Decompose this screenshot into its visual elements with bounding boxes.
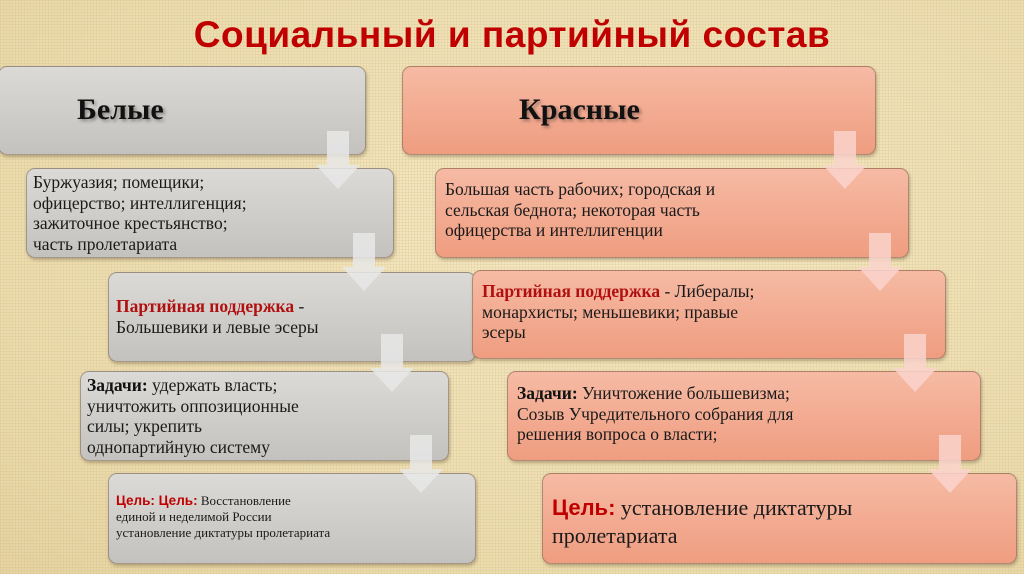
slide-title: Социальный и партийный состав bbox=[193, 14, 831, 55]
white-header-label: Белые bbox=[77, 93, 164, 126]
red-tasks-line: решения вопроса о власти; bbox=[517, 424, 718, 444]
red-header-box: Красные bbox=[402, 66, 876, 155]
white-tasks-label: Задачи: bbox=[87, 375, 148, 395]
white-header-box: Белые bbox=[0, 66, 366, 155]
white-tasks-line: удержать власть; bbox=[147, 375, 278, 395]
white-social-line: часть пролетариата bbox=[33, 233, 178, 254]
red-tasks-line: Уничтожение большевизма; bbox=[577, 383, 790, 403]
down-arrow-icon bbox=[928, 435, 972, 495]
red-party-label: Партийная поддержка bbox=[482, 281, 661, 301]
down-arrow-icon bbox=[316, 131, 360, 191]
red-party-line: эсеры bbox=[482, 322, 526, 342]
down-arrow-icon bbox=[399, 435, 443, 495]
white-goal-label: Цель: Цель: bbox=[116, 493, 198, 508]
white-party-text: Большевики и левые эсеры bbox=[116, 316, 319, 337]
white-party-sep: - bbox=[294, 296, 305, 316]
red-header-label: Красные bbox=[519, 93, 640, 126]
white-goal-line: единой и неделимой России bbox=[116, 509, 272, 524]
white-tasks-line: силы; укрепить bbox=[87, 416, 202, 436]
red-party-line: - Либералы; bbox=[660, 281, 755, 301]
white-social-line: зажиточное крестьянство; bbox=[33, 213, 228, 233]
red-goal-label: Цель: bbox=[552, 495, 616, 520]
down-arrow-icon bbox=[342, 233, 386, 293]
white-party-label: Партийная поддержка bbox=[116, 296, 295, 316]
white-social-line: Буржуазия; помещики; bbox=[33, 172, 205, 192]
red-social-line: Большая часть рабочих; городская и bbox=[445, 179, 716, 199]
down-arrow-icon bbox=[858, 233, 902, 293]
white-tasks-line: однопартийную систему bbox=[87, 436, 270, 457]
red-goal-line: пролетариата bbox=[552, 523, 678, 548]
red-social-line: офицерства и интеллигенции bbox=[445, 220, 663, 240]
down-arrow-icon bbox=[893, 334, 937, 394]
white-party-box: Партийная поддержка - Большевики и левые… bbox=[108, 272, 476, 362]
white-goal-box: Цель: Цель: Восстановление единой и неде… bbox=[108, 473, 476, 564]
down-arrow-icon bbox=[823, 131, 867, 191]
white-social-line: офицерство; интеллигенция; bbox=[33, 192, 247, 213]
white-tasks-line: уничтожить оппозиционные bbox=[87, 395, 299, 416]
white-goal-line: установление диктатуры пролетариата bbox=[116, 525, 331, 540]
red-social-line: сельская беднота; некоторая часть bbox=[445, 199, 700, 220]
red-tasks-line: Созыв Учредительного собрания для bbox=[517, 403, 794, 424]
white-goal-line: Восстановление bbox=[197, 493, 291, 508]
red-goal-line: установление диктатуры bbox=[615, 495, 853, 520]
red-party-line: монархисты; меньшевики; правые bbox=[482, 301, 739, 322]
down-arrow-icon bbox=[370, 334, 414, 394]
red-tasks-label: Задачи: bbox=[517, 383, 578, 403]
